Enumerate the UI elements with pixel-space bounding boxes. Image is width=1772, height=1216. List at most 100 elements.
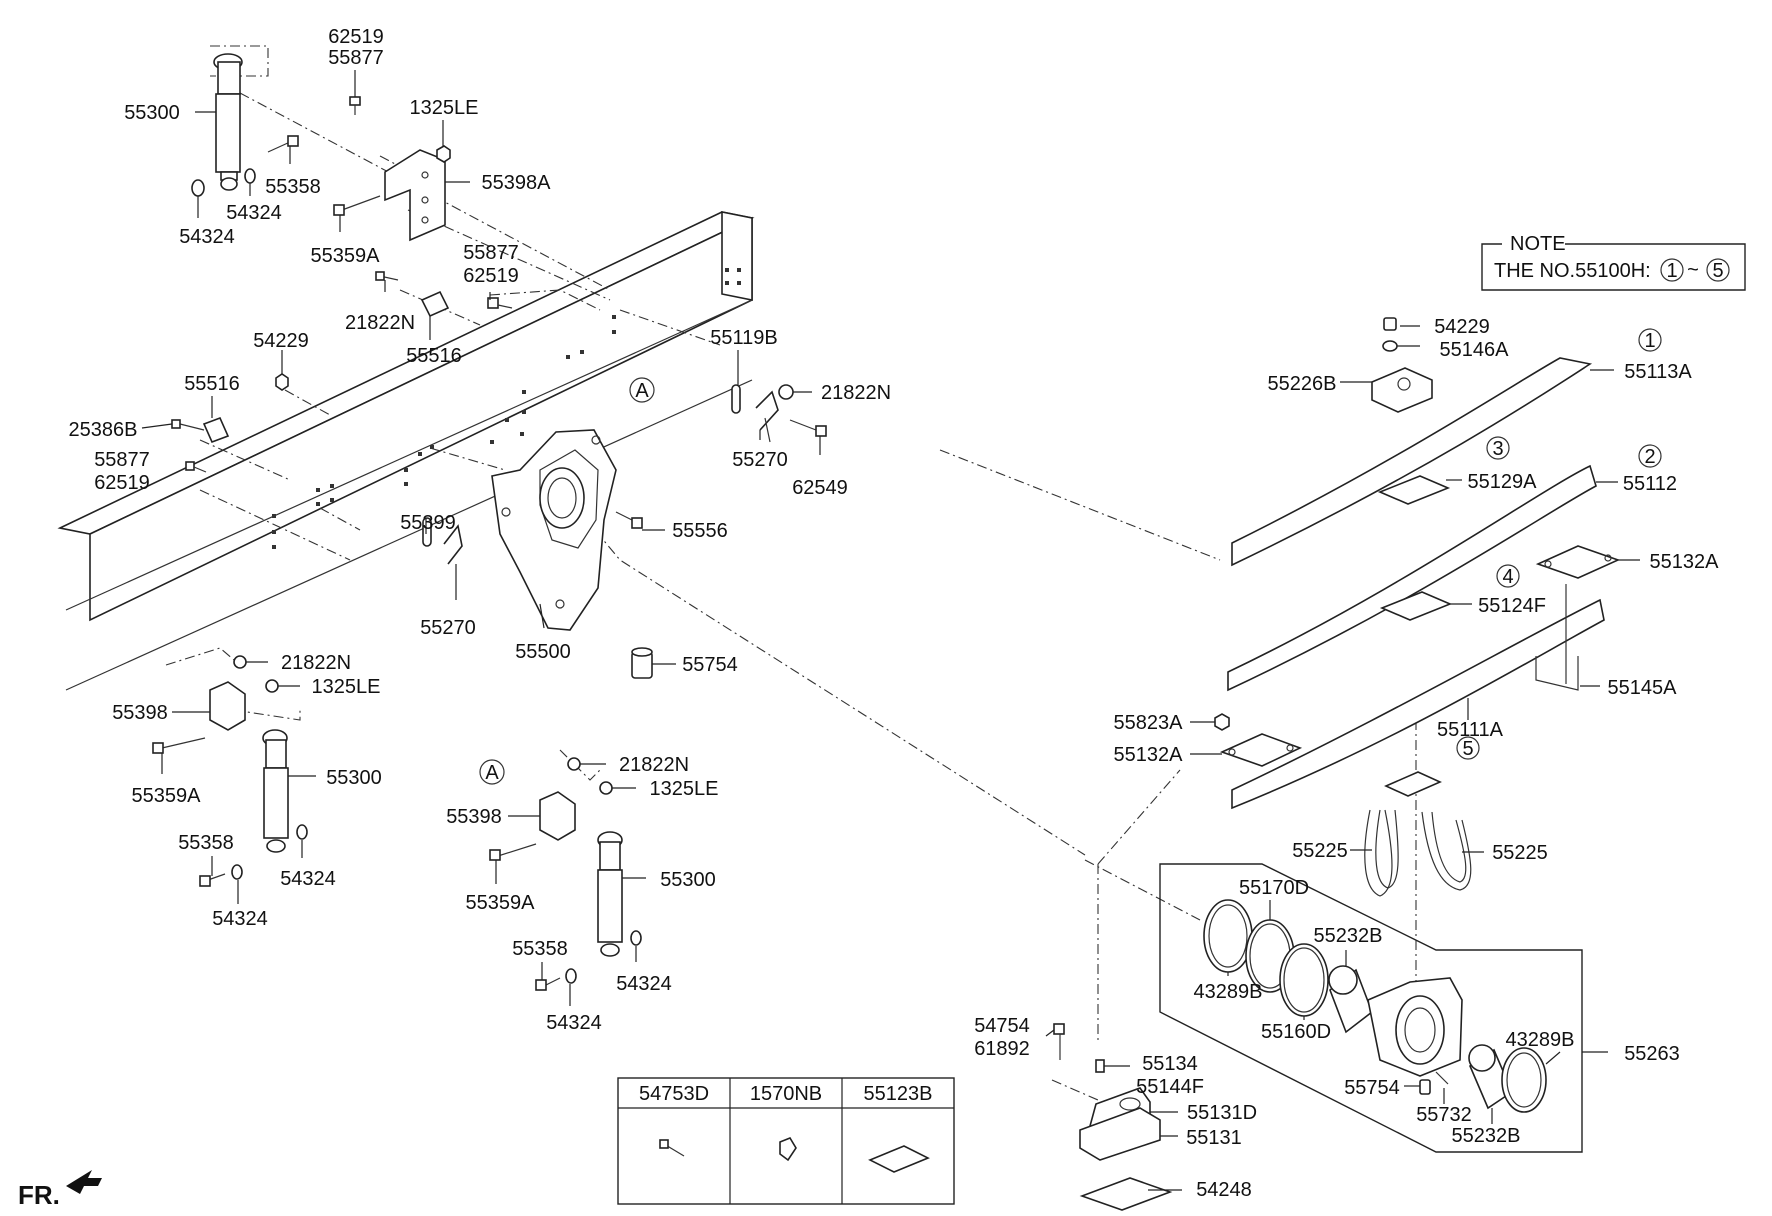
label-55359a-left: 55359A [132,785,202,807]
label-54229-right: 54229 [1434,316,1490,338]
shock-absorber-lower-center [597,831,623,957]
label-54324-center-right: 54324 [616,973,672,995]
note-range-end: 5 [1712,260,1723,282]
nut-1325le-top [436,145,451,163]
label-21822n-right: 21822N [821,382,891,404]
shock-absorber-upper-left [213,53,243,191]
ring-55160d [1279,943,1329,1017]
label-55144f: 55144F [1136,1076,1204,1098]
nut-21822n-right [778,384,794,400]
circle-marker-a-lower: A [479,759,505,785]
label-55160d: 55160D [1261,1021,1331,1043]
frame-rail [57,211,755,691]
label-55516-mid: 55516 [406,345,462,367]
bolt-55877-left [185,461,207,473]
front-arrow-icon [66,1170,102,1194]
label-55399: 55399 [400,512,456,534]
label-55877-mid: 55877 [463,242,519,264]
link-55399 [422,517,463,565]
label-55877-left: 55877 [94,449,150,471]
bolt-55358-upper [267,135,299,153]
table-icon-bolt [659,1139,685,1157]
bolt-62549 [789,419,827,437]
front-label: FR. [18,1180,60,1210]
label-55146a: 55146A [1440,339,1510,361]
table-header-col3: 55123B [864,1083,933,1105]
pad-lower [1384,771,1442,797]
bolt-54754 [1053,1023,1065,1060]
table-header-col1: 54753D [639,1083,709,1105]
bushing-55232b-left [1328,965,1373,1034]
nut-55823a [1214,713,1230,731]
label-55129a: 55129A [1468,471,1538,493]
label-54754-lower: 54754 [974,1015,1030,1037]
label-55358-top: 55358 [265,176,321,198]
label-54324-top-left: 54324 [179,226,235,248]
circle-marker-2: 2 [1638,444,1662,468]
note-range-sep: ~ [1687,259,1699,281]
label-55754-lower: 55754 [1344,1077,1400,1099]
label-55131: 55131 [1186,1127,1242,1149]
label-55398-center: 55398 [446,806,502,828]
label-43289b-right: 43289B [1506,1029,1575,1051]
link-55119b [731,384,779,443]
label-55300-left: 55300 [326,767,382,789]
label-25386b: 25386B [69,419,138,441]
part-labels: 62519 55877 1325LE 55300 55358 55398A 54… [69,26,1720,1201]
label-55398-left: 55398 [112,702,168,724]
note-range-start: 1 [1666,260,1677,282]
label-43289b-left: 43289B [1194,981,1263,1003]
leaf-55113a [1231,357,1593,567]
label-55358-left: 55358 [178,832,234,854]
shock-absorber-lower-left [262,729,289,853]
note-title: NOTE [1510,233,1566,255]
label-55263: 55263 [1624,1043,1680,1065]
label-55119b: 55119B [710,327,777,349]
label-55358-center: 55358 [512,938,568,960]
label-55232b-left: 55232B [1314,925,1383,947]
bracket-55516-left [171,416,230,444]
bolt-55556 [615,511,643,529]
u-bolt-right-55225 [1421,811,1472,891]
hanger-55500 [491,429,617,631]
label-55500: 55500 [515,641,571,663]
circle-marker-4: 4 [1496,564,1520,588]
label-62519-top: 62519 [328,26,384,48]
seal-43289b-left [1203,899,1253,973]
circle-marker-1: 1 [1638,328,1662,352]
label-55754-upper: 55754 [682,654,738,676]
label-54324-top-right: 54324 [226,202,282,224]
svg-text:A: A [635,380,649,402]
label-1325le-center: 1325LE [650,778,719,800]
svg-text:A: A [485,762,499,784]
pin-55134 [1095,1059,1105,1073]
label-54248: 54248 [1196,1179,1252,1201]
label-55124f: 55124F [1478,595,1546,617]
bushing-55754 [631,647,653,679]
bolt-55358-left [199,824,308,887]
label-55226b: 55226B [1268,373,1337,395]
bolt-55877-top [349,96,361,115]
label-54324-left-right: 54324 [280,868,336,890]
label-55359a-top: 55359A [311,245,381,267]
bracket-55398-center [539,757,613,841]
plate-55132a-right [1535,545,1621,579]
nut-54229-left [275,373,289,391]
bracket-55516-upper [375,271,450,318]
note-box: NOTE THE NO.55100H: 1 ~ 5 [1481,233,1746,291]
label-54324-center-bottom: 54324 [546,1012,602,1034]
label-55170d: 55170D [1239,877,1309,899]
label-55270-upper: 55270 [732,449,788,471]
washer-55146a [1382,340,1398,352]
pad-55129a [1377,475,1451,505]
label-55732: 55732 [1416,1104,1472,1126]
leaf-55111a [1231,598,1605,810]
label-55145a: 55145A [1608,677,1678,699]
table-icon-clip [779,1137,797,1162]
label-55132a-right: 55132A [1650,551,1720,573]
label-21822n-left: 21822N [281,652,351,674]
bolt-55359a-center [489,843,537,861]
circle-marker-5: 5 [1456,736,1480,760]
leaf-55112 [1227,464,1597,692]
